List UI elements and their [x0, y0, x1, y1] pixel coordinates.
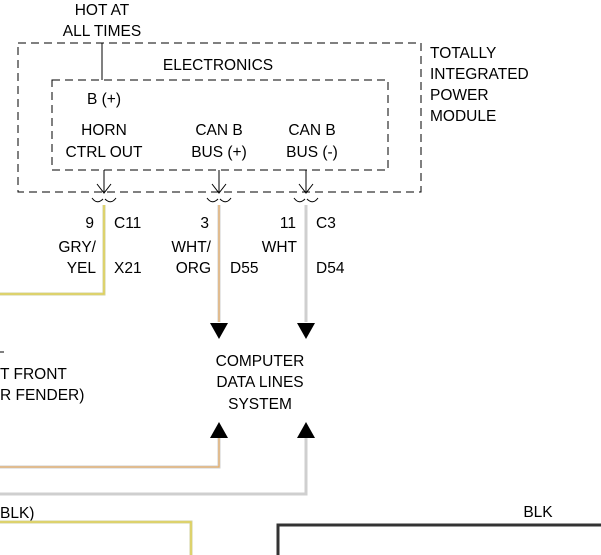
pin-name-canb-minus-line2: BUS (-)	[286, 144, 338, 161]
system-label-line3: SYSTEM	[228, 396, 292, 413]
wire-color-canb-plus-line1: WHT/	[171, 239, 211, 256]
bottom-left-label: BLK)	[0, 505, 34, 522]
module-name-line4: MODULE	[430, 108, 496, 125]
wire-blk	[276, 523, 601, 555]
bottom-right-label: BLK	[523, 504, 553, 521]
pin-number-canb-minus: 11	[280, 215, 296, 232]
electronics-outline	[51, 79, 389, 171]
wire-gry-yel-bottom	[0, 520, 193, 555]
battery-label: B (+)	[87, 91, 121, 108]
connector-pin-horn	[91, 183, 117, 203]
connector-id-canb-minus: C3	[316, 215, 336, 232]
wire-wht-bottom	[0, 438, 308, 496]
wire-color-canb-plus-line2: ORG	[176, 260, 211, 277]
pin-name-horn-line2: CTRL OUT	[66, 144, 143, 161]
wire-color-horn-line1: GRY/	[58, 239, 96, 256]
wire-wht-org-bottom	[0, 438, 221, 469]
module-name-line2: INTEGRATED	[430, 66, 529, 83]
electronics-label: ELECTRONICS	[163, 57, 273, 74]
circuit-horn: X21	[114, 260, 142, 277]
module-outline	[17, 42, 422, 193]
arrow-up-canb-minus	[297, 422, 315, 438]
wire-color-canb-minus-line1: WHT	[262, 239, 298, 256]
hot-label-line2: ALL TIMES	[63, 23, 141, 40]
pin-number-horn: 9	[85, 215, 94, 232]
connector-pin-canb-minus	[293, 183, 319, 203]
module-name-line1: TOTALLY	[430, 45, 496, 62]
system-label-line1: COMPUTER	[216, 353, 305, 370]
arrow-up-canb-plus	[210, 422, 228, 438]
left-partial-label-line2: R FENDER)	[0, 387, 84, 404]
connector-pin-canb-plus	[206, 183, 232, 203]
wire-color-horn-line2: YEL	[67, 260, 97, 277]
circuit-canb-plus: D55	[230, 260, 258, 277]
wire-gry-yel	[0, 205, 106, 296]
module-name-line3: POWER	[430, 87, 489, 104]
connector-id-horn: C11	[114, 215, 141, 232]
pin-number-canb-plus: 3	[200, 215, 209, 232]
arrow-down-canb-minus	[297, 323, 315, 339]
system-label-line2: DATA LINES	[216, 374, 303, 391]
circuit-canb-minus: D54	[316, 260, 345, 277]
pin-name-horn-line1: HORN	[81, 122, 127, 139]
pin-name-canb-plus-line1: CAN B	[195, 122, 242, 139]
pin-name-canb-minus-line1: CAN B	[288, 122, 335, 139]
hot-label-line1: HOT AT	[75, 2, 130, 19]
pin-name-canb-plus-line2: BUS (+)	[191, 144, 247, 161]
left-partial-label-line1: T FRONT	[0, 366, 67, 383]
arrow-down-canb-plus	[210, 323, 228, 339]
